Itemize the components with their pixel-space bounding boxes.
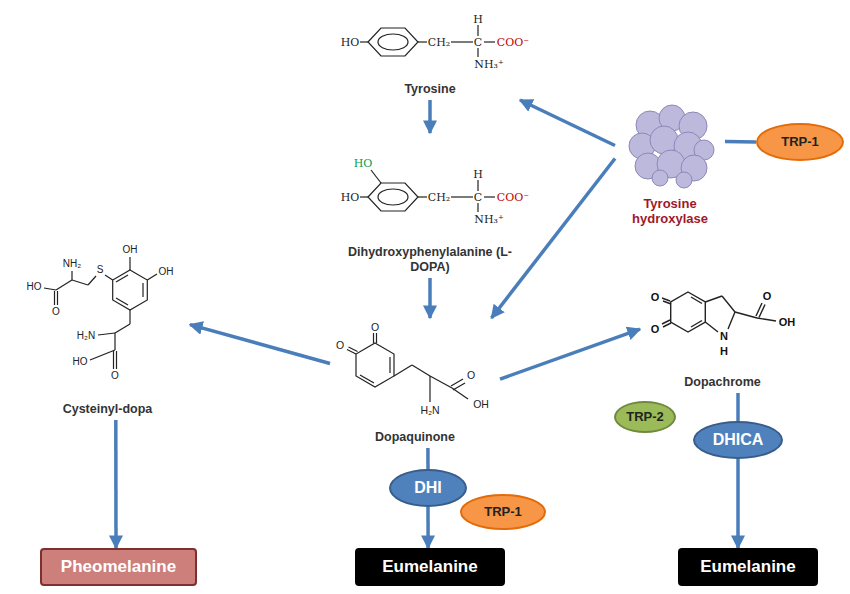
atom-label: C bbox=[474, 192, 482, 203]
reaction-arrow bbox=[520, 100, 615, 146]
reaction-arrow bbox=[736, 393, 740, 421]
atom-label: N bbox=[720, 331, 728, 342]
tyrosine-structure bbox=[360, 25, 495, 57]
reaction-arrow bbox=[492, 159, 616, 319]
dopaquinone-structure bbox=[347, 333, 468, 402]
node-label: Dihydroxyphenylalanine (L-DOPA) bbox=[340, 245, 520, 275]
compound: Tyrosine bbox=[330, 5, 530, 100]
atom-label: O bbox=[336, 340, 344, 351]
atom-label: CH₂ bbox=[428, 37, 450, 48]
atom-label: OH bbox=[123, 245, 138, 255]
enzyme-protein-picture bbox=[629, 105, 714, 188]
atom-label: OH bbox=[159, 267, 174, 277]
atom-label: NH₃⁺ bbox=[474, 214, 503, 225]
reaction-arrow bbox=[725, 140, 756, 144]
atom-label: OH bbox=[779, 317, 796, 328]
enzyme-ellipse: TRP-1 bbox=[460, 494, 546, 530]
atom-label: CH₂ bbox=[428, 192, 450, 203]
atom-label: S bbox=[97, 265, 104, 275]
enzyme-ellipse: TRP-1 bbox=[756, 123, 844, 161]
enzyme: Tyrosine hydroxylase bbox=[615, 100, 725, 230]
atom-label: O bbox=[763, 291, 772, 302]
enzyme-ellipse: TRP-2 bbox=[614, 401, 676, 433]
reaction-arrow bbox=[428, 278, 432, 318]
atom-label: HO bbox=[341, 192, 360, 203]
atom-label: HO bbox=[73, 357, 88, 367]
node-label: TRP-1 bbox=[484, 504, 522, 520]
atom-label: HO bbox=[354, 158, 373, 169]
product-box: Eumelanine bbox=[678, 548, 818, 586]
atom-label: COO⁻ bbox=[497, 37, 529, 48]
node-label: DHI bbox=[414, 478, 442, 497]
atom-label: O bbox=[467, 370, 475, 381]
node-label: Tyrosine bbox=[404, 82, 455, 97]
reaction-arrow bbox=[500, 329, 640, 379]
atom-label: C bbox=[474, 37, 482, 48]
node-label: TRP-2 bbox=[626, 409, 664, 425]
atom-label: O bbox=[651, 292, 660, 303]
reaction-arrow bbox=[114, 420, 118, 548]
node-label: Dopachrome bbox=[684, 375, 760, 390]
node-label: Eumelanine bbox=[700, 557, 795, 577]
node-label: Pheomelanine bbox=[61, 557, 176, 577]
reaction-arrow bbox=[426, 448, 430, 469]
product-box: Pheomelanine bbox=[40, 548, 197, 586]
atom-label: O bbox=[52, 307, 60, 317]
atom-label: H bbox=[473, 14, 483, 25]
node-label: Dopaquinone bbox=[375, 430, 455, 445]
reaction-arrow bbox=[428, 100, 432, 133]
node-label: Tyrosine hydroxylase bbox=[620, 196, 720, 227]
atom-label: O bbox=[651, 324, 660, 335]
intermediate-ellipse: DHI bbox=[389, 469, 467, 507]
atom-label: HO bbox=[341, 37, 360, 48]
compound: Dopaquinone bbox=[330, 318, 500, 448]
atom-label: HO bbox=[27, 282, 42, 292]
atom-label: NH₂ bbox=[63, 259, 81, 269]
atom-label: O bbox=[111, 371, 119, 381]
node-label: Cysteinyl-dopa bbox=[63, 402, 153, 417]
cysteinyl-dopa-structure bbox=[44, 257, 157, 369]
compound: Dihydroxyphenylalanine (L-DOPA) bbox=[335, 133, 525, 278]
atom-label: H bbox=[473, 169, 483, 180]
node-label: DHICA bbox=[713, 430, 764, 449]
reaction-arrow bbox=[190, 325, 330, 364]
atom-label: H bbox=[720, 346, 728, 357]
reaction-arrow bbox=[426, 507, 430, 548]
intermediate-ellipse: DHICA bbox=[693, 421, 783, 459]
node-label: Eumelanine bbox=[382, 557, 477, 577]
atom-label: H₂N bbox=[77, 331, 95, 341]
product-box: Eumelanine bbox=[355, 548, 505, 586]
atom-label: H₂N bbox=[420, 405, 439, 416]
atom-label: COO⁻ bbox=[497, 192, 529, 203]
atom-label: NH₃⁺ bbox=[474, 59, 503, 70]
atom-label: O bbox=[371, 322, 379, 333]
dopachrome-structure bbox=[662, 292, 776, 332]
node-label: TRP-1 bbox=[781, 134, 819, 150]
atom-label: OH bbox=[473, 399, 489, 410]
reaction-arrow bbox=[736, 459, 740, 548]
